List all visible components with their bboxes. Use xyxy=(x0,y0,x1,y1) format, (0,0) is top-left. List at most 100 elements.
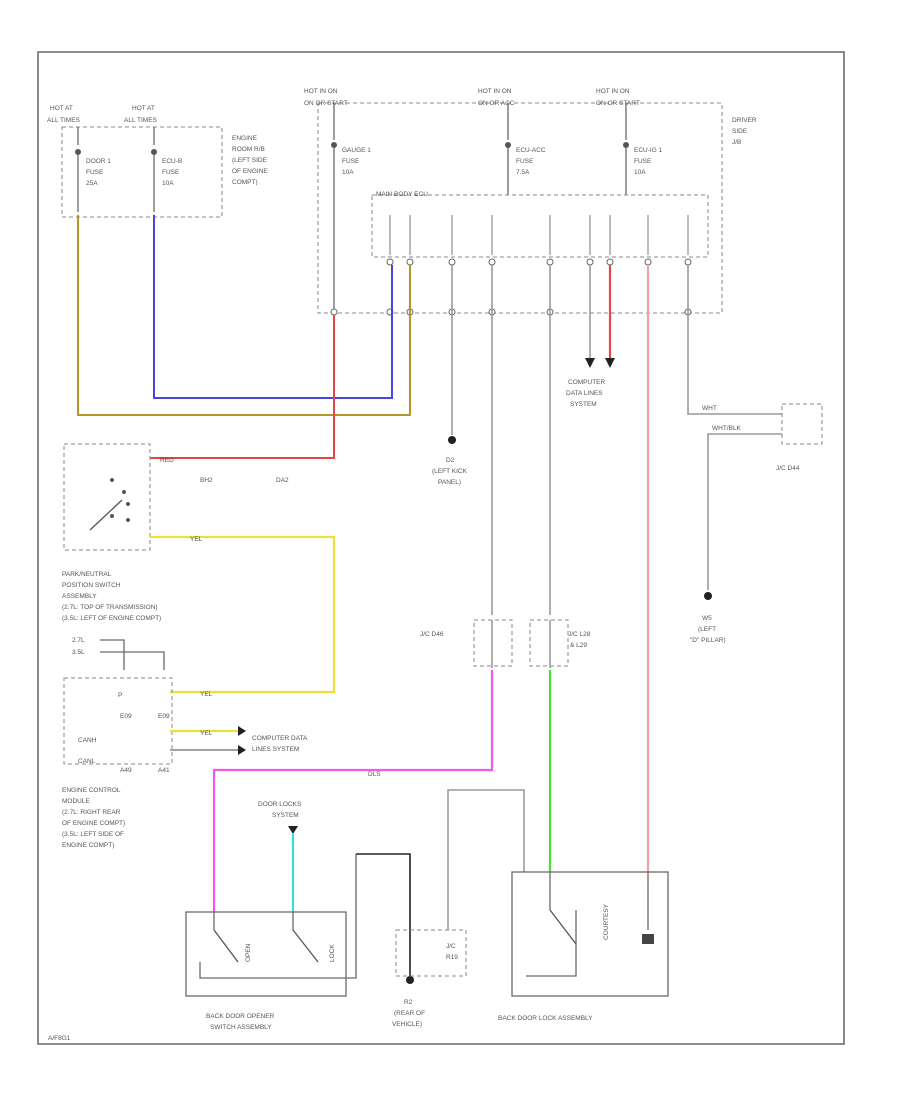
gray-wire-jc xyxy=(707,433,782,590)
yel-label-3: YEL xyxy=(200,730,213,737)
back-door-opener-label-2: SWITCH ASSEMBLY xyxy=(210,1024,272,1031)
ecuig-fuse-label-2: FUSE xyxy=(634,158,652,165)
hot-at-sub-2: ALL TIMES xyxy=(124,117,158,124)
ground-w5-label-1: W5 xyxy=(702,615,712,622)
ecu-connector-dots xyxy=(330,258,692,316)
courtesy-switch-symbol xyxy=(642,934,654,944)
door-fuse-label-3: 25A xyxy=(86,180,98,187)
a41-label: A41 xyxy=(158,767,170,774)
computer-data-2-label-1: COMPUTER DATA xyxy=(252,735,308,742)
courtesy-label: COURTESY xyxy=(603,903,610,940)
jc-r19-box xyxy=(395,929,467,977)
door-fuse-label-2: FUSE xyxy=(86,169,104,176)
pn-switch-box xyxy=(63,443,151,551)
ground-r2-dot xyxy=(406,976,414,984)
l27-lead xyxy=(100,639,125,670)
ecm-arrow-1 xyxy=(238,726,246,736)
ecuig-fuse-dot xyxy=(623,142,629,148)
pink-wire xyxy=(212,670,494,912)
door-fuse-label: DOOR 1 xyxy=(86,158,111,165)
jc-d44-label: J/C D44 xyxy=(776,465,800,472)
jc-d44-box xyxy=(781,403,823,445)
driver-side-jb-label-3: J/B xyxy=(732,139,741,146)
ground-r2-label-3: VEHICLE) xyxy=(392,1021,422,1028)
jc-jr-label-2: R19 xyxy=(446,954,458,961)
ecm-label-3: (2.7L: RIGHT REAR xyxy=(62,809,121,816)
door-locks-label-1: DOOR LOCKS xyxy=(258,801,302,808)
ecu-pins xyxy=(389,215,689,255)
gauge-fuse-label-3: 10A xyxy=(342,169,354,176)
ecuacc-fuse-label-2: FUSE xyxy=(516,158,534,165)
driver-side-jb-box xyxy=(317,102,723,314)
yel-label-2: YEL xyxy=(200,691,213,698)
jc-l28-box xyxy=(529,619,569,667)
hot-at-sub-1: ALL TIMES xyxy=(47,117,81,124)
jc-d46-label: J/C D46 xyxy=(420,631,444,638)
yel-label-1: YEL xyxy=(190,536,203,543)
engine-room-jb-box xyxy=(61,126,223,218)
e09-label: E09 xyxy=(120,713,132,720)
ground-w5-label-2: (LEFT xyxy=(698,626,716,633)
ground-r2-label-2: (REAR OF xyxy=(394,1010,425,1017)
computer-data-2-label-2: LINES SYSTEM xyxy=(252,746,299,753)
lock-common xyxy=(526,910,577,977)
hot-on-sub-1: ON OR START xyxy=(304,100,348,107)
opener-switch-2 xyxy=(292,929,319,963)
ecuacc-fuse-dot xyxy=(505,142,511,148)
ground-d2-label-2: (LEFT KICK xyxy=(432,468,468,475)
gray-wire-r19 xyxy=(447,789,525,930)
back-door-lock-box xyxy=(511,871,669,997)
canl-label: CANL xyxy=(78,758,96,765)
diagram-frame xyxy=(37,51,845,1045)
engine-room-jb-label-2: ROOM R/B xyxy=(232,146,265,153)
gauge-fuse-label-2: FUSE xyxy=(342,158,360,165)
l35-label: 3.5L xyxy=(72,649,85,656)
jc-lr-label-2: & L29 xyxy=(570,642,587,649)
ecm-label-2: MODULE xyxy=(62,798,90,805)
cdl-arrow-2 xyxy=(605,358,615,368)
main-body-ecu-box xyxy=(371,194,709,258)
pn-switch-label-2: POSITION SWITCH xyxy=(62,582,121,589)
gauge-fuse-dot xyxy=(331,142,337,148)
blue-wire xyxy=(153,215,393,399)
ecm-label-4: OF ENGINE COMPT) xyxy=(62,820,125,827)
ecm-pin-p: P xyxy=(118,692,122,699)
fuse-dot-1 xyxy=(75,149,81,155)
gray-wire-688 xyxy=(687,265,782,415)
ground-d2-label-1: D2 xyxy=(446,457,455,464)
red-wire-pn xyxy=(150,315,335,459)
driver-side-jb-label-1: DRIVER xyxy=(732,117,757,124)
opener-switch-1 xyxy=(213,929,239,963)
l27-label: 2.7L xyxy=(72,637,85,644)
engine-room-jb-label-4: OF ENGINE xyxy=(232,168,268,175)
ecuacc-fuse-label-3: 7.5A xyxy=(516,169,530,176)
ecu-fuse-label: ECU-B xyxy=(162,158,182,165)
ecuacc-fuse-label: ECU-ACC xyxy=(516,147,546,154)
lock-label: LOCK xyxy=(329,944,336,962)
ecu-fuse-label-2: FUSE xyxy=(162,169,180,176)
red-pn-label: RED xyxy=(160,457,174,464)
hot-on-label-2: HOT IN ON xyxy=(478,88,512,95)
wht-label-right: WHT xyxy=(702,405,717,412)
door-locks-label-2: SYSTEM xyxy=(272,812,299,819)
open-label: OPEN xyxy=(245,943,252,962)
dark-wire-r2 xyxy=(356,853,411,976)
driver-side-jb-label-2: SIDE xyxy=(732,128,748,135)
computer-data-1-label-3: SYSTEM xyxy=(570,401,597,408)
hot-on-label-1: HOT IN ON xyxy=(304,88,338,95)
back-door-opener-box xyxy=(185,911,347,997)
ecm-arrow-2 xyxy=(238,745,246,755)
cdl-arrow-1 xyxy=(585,358,595,368)
ecm-label-6: ENGINE COMPT) xyxy=(62,842,114,849)
ecu-fuse-label-3: 10A xyxy=(162,180,174,187)
ground-w5-dot xyxy=(704,592,712,600)
engine-room-jb-label-3: (LEFT SIDE xyxy=(232,157,268,164)
hot-at-label-1: HOT AT xyxy=(50,105,73,112)
fuse-dot-2 xyxy=(151,149,157,155)
hot-on-sub-2: ON OR ACC xyxy=(478,100,515,107)
yellow-wire-pn xyxy=(150,535,336,694)
a49-label: A49 xyxy=(120,767,132,774)
e09b-label: E09 xyxy=(158,713,170,720)
pn-switch-arm xyxy=(89,499,123,531)
engine-room-jb-label-1: ENGINE xyxy=(232,135,258,142)
